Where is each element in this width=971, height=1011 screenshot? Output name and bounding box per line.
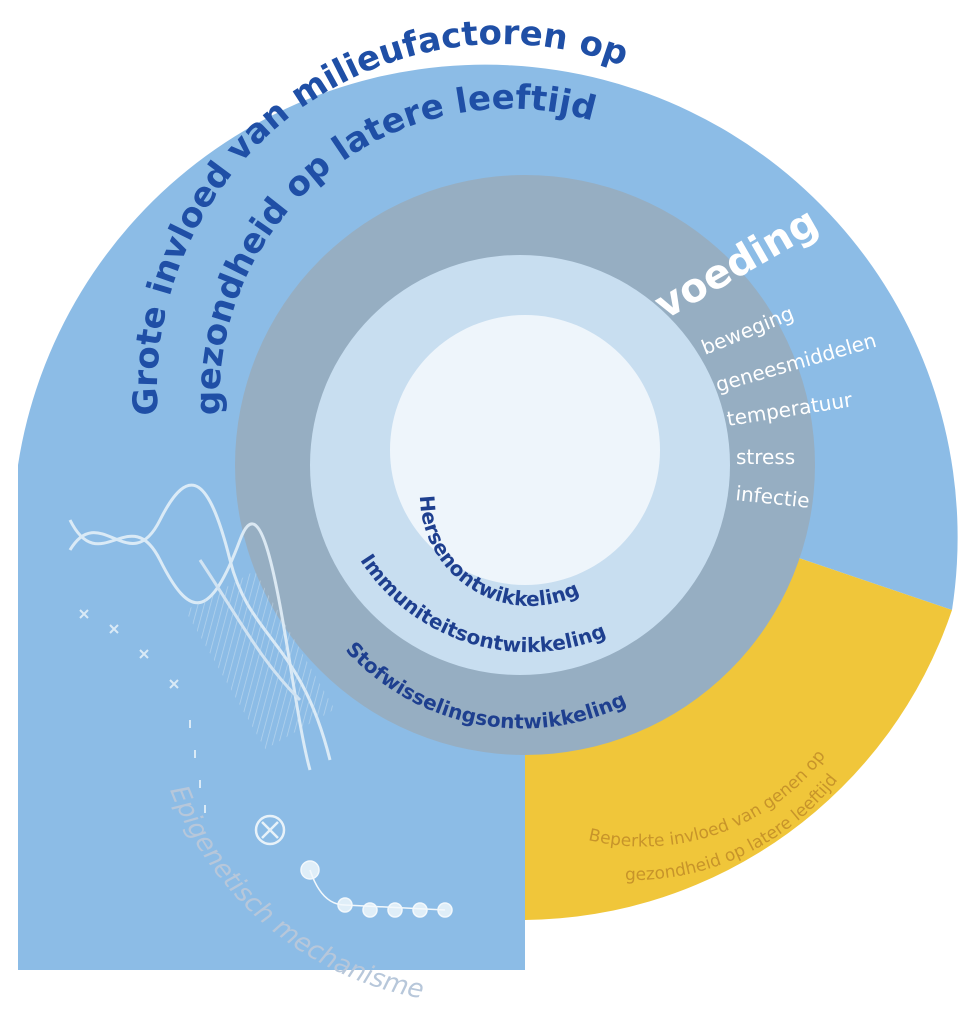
chromosome-icon [254,814,286,846]
dna-helix-icon [68,483,335,813]
nucleosome-beads-icon [300,860,453,918]
left-corner-tab [18,465,100,600]
factor-item-3: stress [736,445,795,469]
brain-core [390,315,660,585]
